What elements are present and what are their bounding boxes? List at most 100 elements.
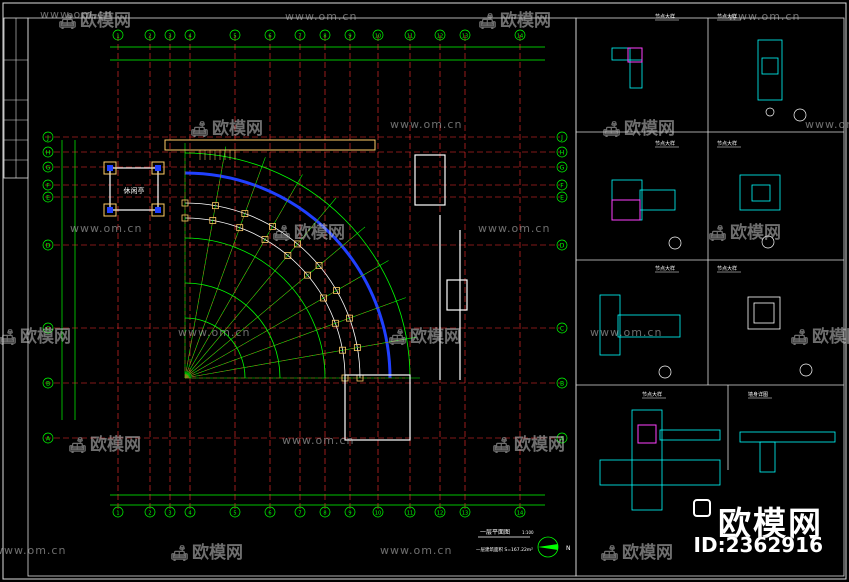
axis-bubble-row xyxy=(556,179,568,191)
axis-bubble-col xyxy=(372,506,384,518)
detail-title: 节点大样 xyxy=(655,140,675,147)
watermark-brand: 🛋欧模网 xyxy=(600,543,674,563)
corner-id-text: ID:2362916 xyxy=(693,533,823,557)
axis-bubble-row xyxy=(42,322,54,334)
axis-bubble-col xyxy=(319,29,331,41)
radial-plan xyxy=(181,143,420,382)
plan-frame xyxy=(27,17,577,577)
radial-axis xyxy=(184,236,354,379)
watermark-logo-icon: 🛋 xyxy=(0,328,18,346)
plan-title: 一层平面图 xyxy=(480,529,510,536)
radial-ray xyxy=(184,297,406,379)
axis-bubble-col-label: 6 xyxy=(268,34,271,40)
axis-bubble-row xyxy=(556,432,568,444)
axis-bubble-row-label: A xyxy=(46,436,51,443)
radial-column xyxy=(241,210,249,217)
detail-frames xyxy=(575,17,845,577)
radial-arc xyxy=(184,152,411,379)
radial-ray xyxy=(184,157,266,379)
watermark-site: www.om.cn xyxy=(805,118,849,131)
radial-ray xyxy=(184,197,337,379)
axis-bubble-col-label: 3 xyxy=(168,34,171,40)
axis-bubble-col-label: 10 xyxy=(375,511,381,517)
watermark-logo-icon: 🛋 xyxy=(478,12,498,30)
axis-bubble-col xyxy=(184,506,196,518)
axis-bubble-row-label: D xyxy=(46,243,51,250)
watermark-logo-icon: 🛋 xyxy=(492,436,512,454)
axis-bubble-col xyxy=(229,29,241,41)
watermark-site: www.om.cn xyxy=(590,326,663,339)
axis-bubble-col xyxy=(319,506,331,518)
axis-bubble-col-label: 13 xyxy=(462,511,468,517)
axis-bubble-col-label: 2 xyxy=(148,34,151,40)
radial-arc xyxy=(184,282,281,379)
axis-bubble-col xyxy=(404,506,416,518)
watermark-logo-icon: 🛋 xyxy=(58,12,78,30)
axis-bubble-col xyxy=(294,506,306,518)
radial-column xyxy=(339,346,346,354)
axis-bubble-col-label: 11 xyxy=(407,511,413,517)
detail-title: 节点大样 xyxy=(717,13,737,20)
axis-bubble-col-label: 8 xyxy=(323,511,326,517)
pavilion xyxy=(103,161,165,217)
axis-bubble-col xyxy=(264,29,276,41)
watermark-brand: 🛋欧模网 xyxy=(190,119,264,139)
radial-arc xyxy=(184,202,361,379)
radial-axis xyxy=(184,302,392,379)
axis-bubble-row xyxy=(42,179,54,191)
radial-axis xyxy=(184,161,224,379)
watermark-site: www.om.cn xyxy=(282,434,355,447)
radial-column xyxy=(284,252,292,259)
red-axis-grid xyxy=(45,35,560,512)
radial-column xyxy=(261,236,269,243)
watermark-logo-icon: 🛋 xyxy=(602,120,622,138)
detail-title: 节点大样 xyxy=(642,391,662,398)
watermark-logo-icon: 🛋 xyxy=(708,224,728,242)
axis-bubble-row-label: C xyxy=(46,326,50,333)
axis-bubble-row-label: G xyxy=(46,165,51,172)
radial-ray xyxy=(184,336,417,379)
watermark-brand: 🛋欧模网 xyxy=(272,223,346,243)
watermark-site: www.om.cn xyxy=(380,544,453,557)
axis-bubble-col xyxy=(344,29,356,41)
axis-bubble-col xyxy=(112,29,124,41)
radial-column xyxy=(346,314,353,322)
axis-bubble-row-label: D xyxy=(560,243,565,250)
radial-column xyxy=(333,287,340,294)
axis-bubble-row-label: H xyxy=(560,150,565,157)
axis-bubble-col-label: 12 xyxy=(437,34,443,40)
radial-axis xyxy=(184,339,402,379)
detail-title: 节点大样 xyxy=(717,265,737,272)
title-block-lines xyxy=(4,18,28,178)
detail-title: 节点大样 xyxy=(655,13,675,20)
axis-bubble-col-label: 12 xyxy=(437,511,443,517)
watermark-brand: 🛋欧模网 xyxy=(602,119,676,139)
axis-bubble-col xyxy=(184,29,196,41)
watermark-logo-icon: 🛋 xyxy=(68,436,88,454)
axis-bubble-col xyxy=(459,506,471,518)
radial-column xyxy=(294,240,301,248)
axis-bubble-row xyxy=(42,161,54,173)
axis-bubble-row xyxy=(556,161,568,173)
radial-column xyxy=(236,224,244,232)
radial-arc xyxy=(184,171,392,379)
radial-ray xyxy=(184,146,227,379)
watermark-brand: 🛋欧模网 xyxy=(388,327,462,347)
plan-scale: 1:100 xyxy=(522,530,534,535)
watermark-site: www.om.cn xyxy=(0,544,67,557)
north-arrow xyxy=(537,536,559,558)
watermark-brand: 🛋欧模网 xyxy=(68,435,142,455)
right-block-walls xyxy=(344,154,468,441)
axis-bubble-col xyxy=(229,506,241,518)
axis-bubble-row xyxy=(556,191,568,203)
stair-treads xyxy=(199,150,236,160)
radial-column xyxy=(269,223,276,230)
north-label: N xyxy=(566,545,571,552)
axis-bubble-col xyxy=(264,506,276,518)
axis-bubble-row xyxy=(42,239,54,251)
axis-bubble-col-label: 4 xyxy=(188,34,191,40)
axis-bubble-col-label: 4 xyxy=(188,511,191,517)
